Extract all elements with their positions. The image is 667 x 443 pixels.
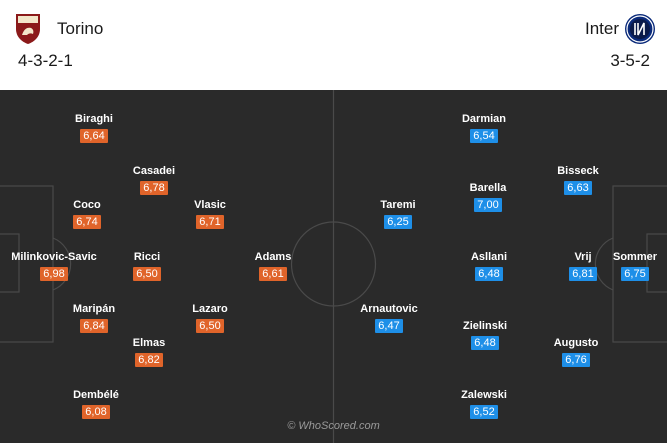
player-rating: 6,76: [562, 353, 590, 367]
player-name: Sommer: [612, 251, 658, 263]
player-rating: 6,98: [40, 267, 68, 281]
player-name: Zielinski: [462, 320, 508, 332]
away-formation: 3-5-2: [610, 51, 650, 70]
player-arnautovic[interactable]: Arnautovic 6,47: [334, 302, 444, 334]
player-adams[interactable]: Adams 6,61: [218, 250, 328, 282]
player-zalewski[interactable]: Zalewski 6,52: [429, 388, 539, 420]
player-name: Milinkovic-Savic: [11, 251, 97, 263]
player-name: Casadei: [132, 165, 176, 177]
home-team-name: Torino: [57, 19, 104, 38]
player-ricci[interactable]: Ricci 6,50: [92, 250, 202, 282]
player-name: Arnautovic: [360, 303, 418, 315]
player-rating: 6,48: [475, 267, 503, 281]
pitch: Biraghi 6,64 Casadei 6,78 Coco 6,74 Vlas…: [0, 90, 667, 443]
player-name: Asllani: [470, 251, 508, 263]
home-formation: 4-3-2-1: [18, 51, 73, 70]
player-rating: 6,47: [375, 319, 403, 333]
player-name: Lazaro: [192, 303, 228, 315]
player-biraghi[interactable]: Biraghi 6,64: [39, 112, 149, 144]
player-name: Barella: [469, 182, 507, 194]
player-elmas[interactable]: Elmas 6,82: [94, 336, 204, 368]
player-name: Augusto: [553, 337, 599, 349]
player-zielinski[interactable]: Zielinski 6,48: [430, 319, 540, 351]
player-milinkovic-savic[interactable]: Milinkovic-Savic 6,98: [0, 250, 109, 282]
player-name: Elmas: [132, 337, 166, 349]
player-name: Bisseck: [557, 165, 599, 177]
player-name: Dembélé: [73, 389, 119, 401]
player-bisseck[interactable]: Bisseck 6,63: [523, 164, 633, 196]
player-vlasic[interactable]: Vlasic 6,71: [155, 198, 265, 230]
player-rating: 6,81: [569, 267, 597, 281]
player-name: Ricci: [133, 251, 161, 263]
player-de-vrij[interactable]: Vrij 6,81: [528, 250, 638, 282]
whoscored-watermark: © WhoScored.com: [287, 420, 380, 432]
player-asllani[interactable]: Asllani 6,48: [434, 250, 544, 282]
player-rating: 6,78: [140, 181, 168, 195]
player-rating: 6,54: [470, 129, 498, 143]
match-header: Torino 4-3-2-1 Inter 3-5-2: [0, 0, 667, 90]
player-rating: 6,25: [384, 215, 412, 229]
player-rating: 6,08: [82, 405, 110, 419]
inter-crest-icon: [625, 14, 655, 44]
player-name: Vrij: [574, 251, 592, 263]
torino-crest-icon: [16, 14, 40, 44]
player-name: Zalewski: [461, 389, 507, 401]
player-rating: 6,82: [135, 353, 163, 367]
player-rating: 6,84: [80, 319, 108, 333]
player-darmian[interactable]: Darmian 6,54: [429, 112, 539, 144]
player-barella[interactable]: Barella 7,00: [433, 181, 543, 213]
player-rating: 6,52: [470, 405, 498, 419]
player-rating: 6,74: [73, 215, 101, 229]
player-dembele[interactable]: Dembélé 6,08: [41, 388, 151, 420]
player-rating: 7,00: [474, 198, 502, 212]
player-name: Vlasic: [194, 199, 226, 211]
player-rating: 6,48: [471, 336, 499, 350]
player-name: Coco: [73, 199, 101, 211]
player-rating: 6,75: [621, 267, 649, 281]
player-rating: 6,63: [564, 181, 592, 195]
player-sommer[interactable]: Sommer 6,75: [580, 250, 667, 282]
player-rating: 6,50: [133, 267, 161, 281]
player-taremi[interactable]: Taremi 6,25: [343, 198, 453, 230]
player-rating: 6,61: [259, 267, 287, 281]
away-team-name: Inter: [584, 19, 619, 38]
player-rating: 6,64: [80, 129, 108, 143]
player-lazaro[interactable]: Lazaro 6,50: [155, 302, 265, 334]
player-name: Darmian: [461, 113, 507, 125]
player-rating: 6,71: [196, 215, 224, 229]
player-maripan[interactable]: Maripán 6,84: [39, 302, 149, 334]
player-name: Adams: [254, 251, 292, 263]
player-name: Biraghi: [75, 113, 113, 125]
player-carlos-augusto[interactable]: Augusto 6,76: [521, 336, 631, 368]
player-coco[interactable]: Coco 6,74: [32, 198, 142, 230]
player-casadei[interactable]: Casadei 6,78: [99, 164, 209, 196]
pitch-markings: [0, 90, 667, 443]
player-name: Taremi: [380, 199, 416, 211]
player-rating: 6,50: [196, 319, 224, 333]
player-name: Maripán: [72, 303, 116, 315]
